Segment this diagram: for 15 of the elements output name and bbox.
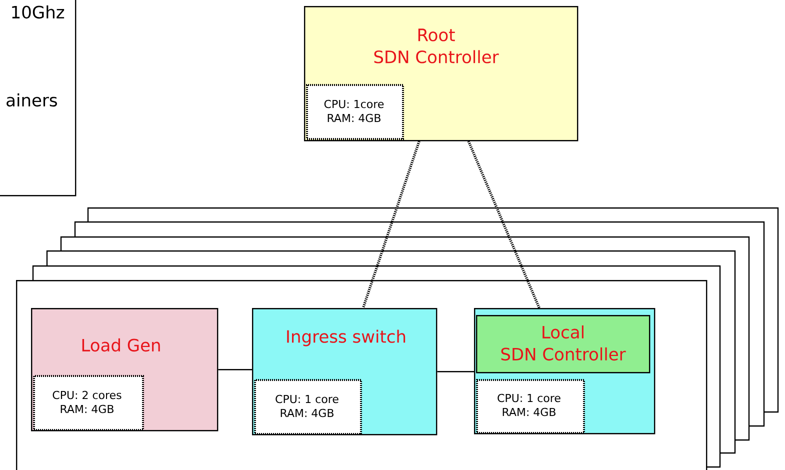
info-box: 10Ghz ainers: [0, 0, 76, 196]
connector: [362, 140, 420, 308]
server-frame: [16, 280, 708, 470]
switch-box: [474, 308, 656, 434]
resource-box: CPU: 1core RAM: 4GB: [306, 84, 404, 140]
connector: [437, 370, 474, 372]
generator-box: Load Gen CPU: 2 cores RAM: 4GB: [31, 308, 218, 432]
connector: [218, 368, 252, 370]
controller-box: Root SDN Controller CPU: 1core RAM: 4GB: [304, 6, 578, 142]
switch-box: Ingress switch CPU: 1 core RAM: 4GB: [252, 308, 438, 436]
controller-box: Local SDN Controller: [476, 315, 650, 374]
connector: [467, 140, 540, 308]
resource-box: CPU: 1 core RAM: 4GB: [476, 379, 585, 434]
resource-box: CPU: 1 core RAM: 4GB: [254, 379, 362, 435]
resource-box: CPU: 2 cores RAM: 4GB: [33, 375, 144, 431]
